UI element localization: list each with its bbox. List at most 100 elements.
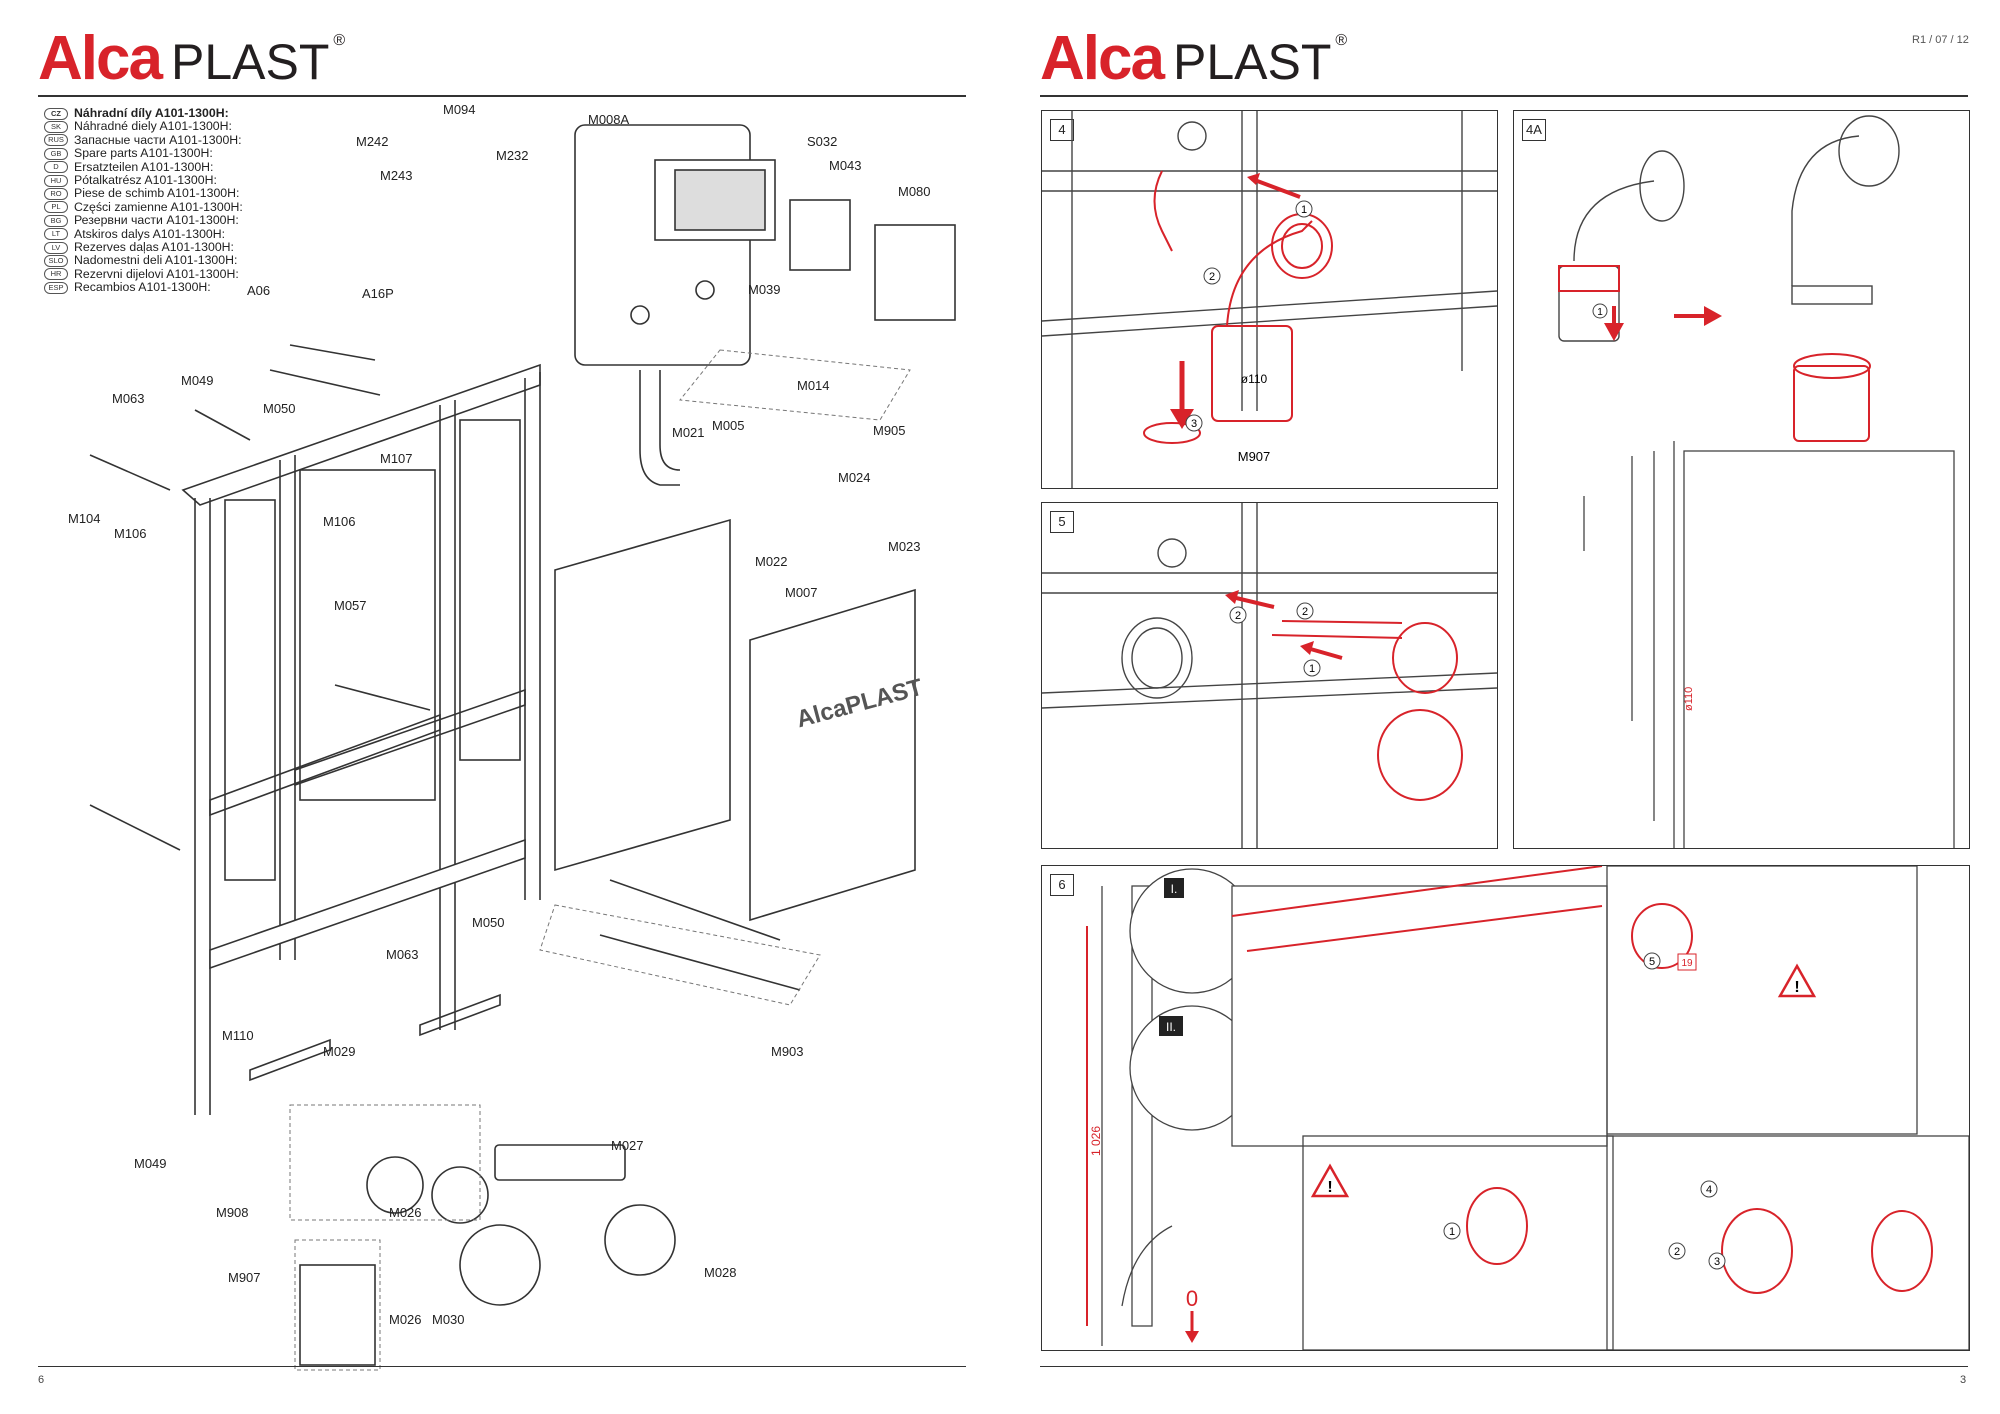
- label-m026: M026: [389, 1205, 422, 1220]
- callout-19: 19: [1681, 958, 1693, 969]
- callout-3: 3: [1191, 418, 1197, 430]
- label-s032: S032: [807, 134, 838, 149]
- label-m903: M903: [771, 1044, 804, 1059]
- label-m030: M030: [432, 1312, 465, 1327]
- label-m023: M023: [888, 539, 921, 554]
- warning-icon: !: [1794, 979, 1799, 996]
- parts-title: Запасные части A101-1300H:: [74, 132, 242, 147]
- label-m008a: M008A: [588, 112, 630, 127]
- page-number-right: 3: [1960, 1374, 1967, 1386]
- parts-title: Náhradní díly A101-1300H:: [74, 106, 229, 120]
- step-4-illustration: 1 2 3 ø110 M907: [1042, 111, 1497, 488]
- callout-4: 4: [1706, 1184, 1712, 1196]
- parts-title: Nadomestni deli A101-1300H:: [74, 253, 238, 268]
- part-m907: M907: [1238, 449, 1271, 464]
- dim-diameter: ø110: [1241, 372, 1268, 386]
- parts-title: Náhradné diely A101-1300H:: [74, 119, 232, 134]
- document-version: R1 / 07 / 12: [1912, 34, 1969, 46]
- header-rule-left: [38, 95, 966, 97]
- callout-2: 2: [1674, 1246, 1680, 1258]
- label-m905: M905: [873, 423, 906, 438]
- parts-row: SLO Nadomestni deli A101-1300H:: [44, 253, 243, 268]
- lang-code: RUS: [44, 134, 68, 147]
- label-m908: M908: [216, 1205, 249, 1220]
- zero-mark: 0: [1186, 1286, 1198, 1311]
- step-number: 5: [1050, 511, 1074, 533]
- exploded-view-drawing: [89, 124, 956, 1371]
- callout-2b: 2: [1302, 606, 1308, 618]
- parts-title: Rezervni dijelovi A101-1300H:: [74, 266, 239, 281]
- label-m050b: M050: [472, 915, 505, 930]
- lang-code: RO: [44, 188, 68, 201]
- parts-title: Pótalkatrész A101-1300H:: [74, 172, 217, 187]
- dim-diameter: ø110: [1683, 687, 1695, 711]
- registered-mark: ®: [333, 32, 346, 49]
- lang-code: PL: [44, 201, 68, 214]
- parts-title: Piese de schimb A101-1300H:: [74, 186, 240, 201]
- label-m063b: M063: [386, 947, 419, 962]
- label-a06: A06: [247, 283, 271, 298]
- lang-code: SLO: [44, 254, 68, 267]
- lang-code: ESP: [44, 281, 68, 294]
- label-m110: M110: [222, 1028, 254, 1043]
- header-rule-right: [1040, 95, 1968, 97]
- parts-title: Rezerves daļas A101-1300H:: [74, 239, 234, 254]
- brand-plast: PLAST: [170, 34, 330, 90]
- label-m027: M027: [611, 1138, 644, 1153]
- label-m049b: M049: [134, 1156, 167, 1171]
- brand-plast: PLAST: [1172, 34, 1332, 90]
- panel-step-4: 4 1 2 3 ø110 M907: [1041, 110, 1498, 489]
- parts-row: RUS Запасные части A101-1300H:: [44, 132, 243, 147]
- parts-row: LV Rezerves daļas A101-1300H:: [44, 239, 243, 254]
- parts-title: Резервни части A101-1300H:: [74, 213, 239, 228]
- brand-logo-left: Alca PLAST ®: [38, 24, 346, 93]
- parts-title: Spare parts A101-1300H:: [74, 146, 213, 161]
- label-m007: M007: [785, 585, 818, 600]
- label-m094: M094: [443, 102, 476, 117]
- callout-3: 3: [1714, 1256, 1720, 1268]
- step-4a-illustration: 1 ø110: [1558, 115, 1955, 848]
- label-a16p: A16P: [362, 286, 394, 301]
- label-m039: M039: [748, 282, 781, 297]
- label-m242: M242: [356, 134, 389, 149]
- label-m107: M107: [380, 451, 413, 466]
- height-dimension: 1 026: [1089, 1126, 1103, 1156]
- step-number: 6: [1050, 874, 1074, 896]
- footer-rule-left: [38, 1366, 966, 1367]
- label-m005: M005: [712, 418, 745, 433]
- callout-2: 2: [1235, 610, 1241, 622]
- parts-title: Atskiros dalys A101-1300H:: [74, 226, 226, 241]
- step-number: 4: [1050, 119, 1074, 141]
- panel-step-4a: 4A 1 ø110: [1513, 110, 1970, 849]
- warning-icon-2: !: [1327, 1179, 1332, 1196]
- label-m104: M104: [68, 511, 101, 526]
- step-number: 4A: [1522, 119, 1546, 141]
- step-6-illustration: 0 1 026 I. II. 5 19 1 2 3 4 ! !: [1086, 866, 1969, 1350]
- label-m050: M050: [263, 401, 296, 416]
- label-m043: M043: [829, 158, 862, 173]
- lang-code: BG: [44, 214, 68, 227]
- label-m014: M014: [797, 378, 830, 393]
- label-m106b: M106: [323, 514, 356, 529]
- page-number-left: 6: [38, 1374, 45, 1386]
- lang-code: CZ: [44, 107, 68, 120]
- roman-2: II.: [1166, 1020, 1176, 1034]
- lang-code: D: [44, 161, 68, 174]
- callout-5: 5: [1649, 956, 1655, 968]
- label-m026b: M026: [389, 1312, 422, 1327]
- step-5-illustration: 1 2 2: [1042, 503, 1497, 848]
- parts-row: BG Резервни части A101-1300H:: [44, 213, 243, 228]
- callout-1: 1: [1449, 1226, 1455, 1238]
- label-m029: M029: [323, 1044, 356, 1059]
- lang-code: LV: [44, 241, 68, 254]
- brand-alca: Alca: [38, 24, 163, 93]
- label-m021: M021: [672, 425, 705, 440]
- footer-rule-right: [1040, 1366, 1968, 1367]
